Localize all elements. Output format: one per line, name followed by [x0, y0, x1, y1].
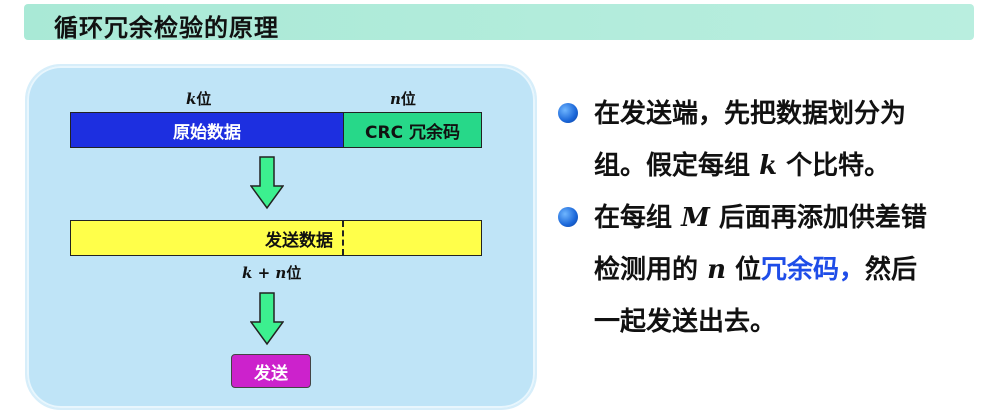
k-var: k — [186, 90, 197, 108]
kn-k-var: k — [242, 264, 253, 282]
bullet-item-1: 在发送端，先把数据划分为 组。假定每组 k 个比特。 — [556, 88, 996, 192]
raw-data-segment: 原始数据 — [71, 113, 344, 147]
data-frame-bar: 原始数据 CRC 冗余码 — [70, 112, 482, 148]
bullet-item-2: 在每组 M 后面再添加供差错 检测用的 n 位冗余码，然后 一起发送出去。 — [556, 192, 996, 348]
send-button[interactable]: 发送 — [231, 354, 311, 388]
down-arrow-icon — [250, 156, 284, 210]
send-data-label: 发送数据 — [265, 230, 333, 251]
n-var: n — [390, 90, 401, 108]
k-bits-label: k位 — [186, 88, 211, 109]
bullet-dot-icon — [558, 207, 578, 227]
k-unit: 位 — [196, 90, 212, 108]
bullet-1-line-2: 组。假定每组 k 个比特。 — [594, 151, 891, 181]
kn-unit: 位 — [286, 264, 302, 282]
kn-bits-label: k + n位 — [242, 262, 301, 283]
bullet-list: 在发送端，先把数据划分为 组。假定每组 k 个比特。 在每组 M 后面再添加供差… — [556, 88, 996, 348]
kn-plus: + — [252, 264, 276, 282]
bullet-2-line-1: 在每组 M 后面再添加供差错 — [594, 203, 927, 233]
send-data-bar: 发送数据 — [70, 220, 482, 256]
bar-divider — [342, 221, 344, 255]
down-arrow-icon — [250, 292, 284, 346]
bullet-dot-icon — [558, 103, 578, 123]
bullet-2-line-2: 检测用的 n 位冗余码，然后 — [594, 255, 918, 285]
crc-segment: CRC 冗余码 — [344, 113, 481, 147]
bullet-2-line-3: 一起发送出去。 — [594, 307, 777, 337]
page-title: 循环冗余检验的原理 — [54, 14, 279, 42]
redundant-code-highlight: 冗余码， — [761, 255, 866, 285]
kn-n-var: n — [275, 264, 287, 282]
title-bar: 循环冗余检验的原理 — [24, 4, 974, 42]
n-unit: 位 — [400, 90, 416, 108]
n-bits-label: n位 — [390, 88, 416, 109]
bullet-1-line-1: 在发送端，先把数据划分为 — [594, 99, 907, 129]
